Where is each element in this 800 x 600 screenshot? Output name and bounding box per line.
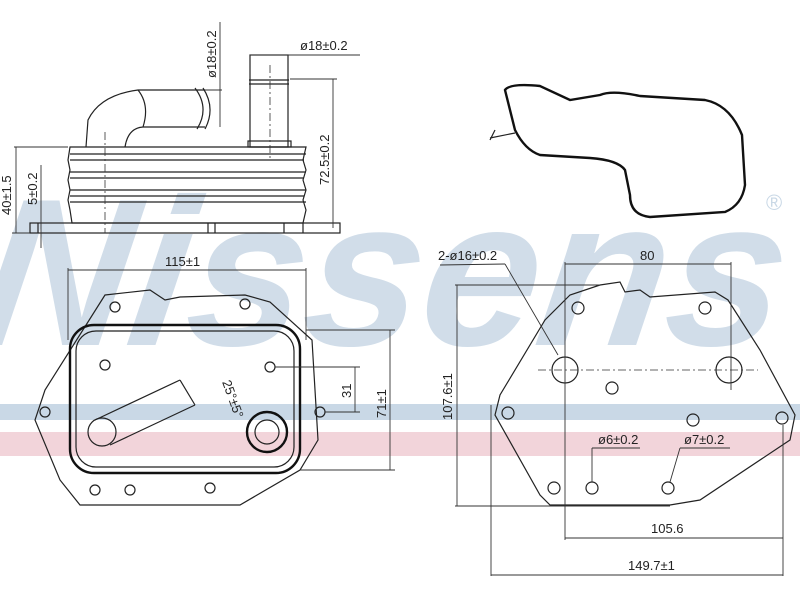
dim-inner-width: 105.6	[651, 521, 684, 536]
dim-offset: 31	[339, 384, 354, 398]
dim-pipe2-diameter: ø18±0.2	[300, 38, 348, 53]
dim-total-height: 72.5±0.2	[317, 134, 332, 185]
straight-pipe	[249, 54, 289, 148]
base-view: 2-ø16±0.2 80 107.6±1 ø6±0.2 ø7±0.2 105.6…	[438, 248, 796, 576]
mount-holes	[501, 301, 789, 495]
watermark-logo: Nissens	[0, 155, 800, 390]
dim-pipe1-diameter: ø18±0.2	[204, 30, 219, 78]
dim-hole-small: ø6±0.2	[598, 432, 638, 447]
gasket	[503, 83, 747, 219]
dim-port-holes: 2-ø16±0.2	[438, 248, 497, 263]
cooler-body	[67, 146, 307, 224]
watermark: Nissens ®	[0, 155, 800, 456]
dim-overall-width: 149.7±1	[628, 558, 675, 573]
dim-body-height: 40±1.5	[0, 175, 14, 215]
registered-mark: ®	[766, 190, 782, 215]
watermark-pink-band	[0, 432, 800, 456]
dim-depth: 71±1	[374, 389, 389, 418]
dim-width: 115±1	[165, 254, 200, 269]
body-outline	[68, 323, 302, 475]
elbow-pipe	[85, 89, 205, 148]
top-flange-outline	[34, 289, 319, 506]
dim-base-height: 107.6±1	[440, 373, 455, 420]
outlet-port	[245, 410, 289, 454]
dim-flange-thickness: 5±0.2	[25, 173, 40, 205]
watermark-blue-band	[0, 404, 800, 420]
dim-port-spacing: 80	[640, 248, 654, 263]
dim-hole-large: ø7±0.2	[684, 432, 724, 447]
elbow-pipe-bead	[194, 87, 211, 130]
bolt-holes	[39, 298, 326, 496]
inlet-pipe	[94, 379, 196, 446]
gasket-tab	[489, 129, 516, 141]
side-view: ø18±0.2 ø18±0.2 72.5±0.2 40±1.5 5±0.2	[0, 22, 360, 248]
base-plate-outline	[494, 281, 796, 506]
